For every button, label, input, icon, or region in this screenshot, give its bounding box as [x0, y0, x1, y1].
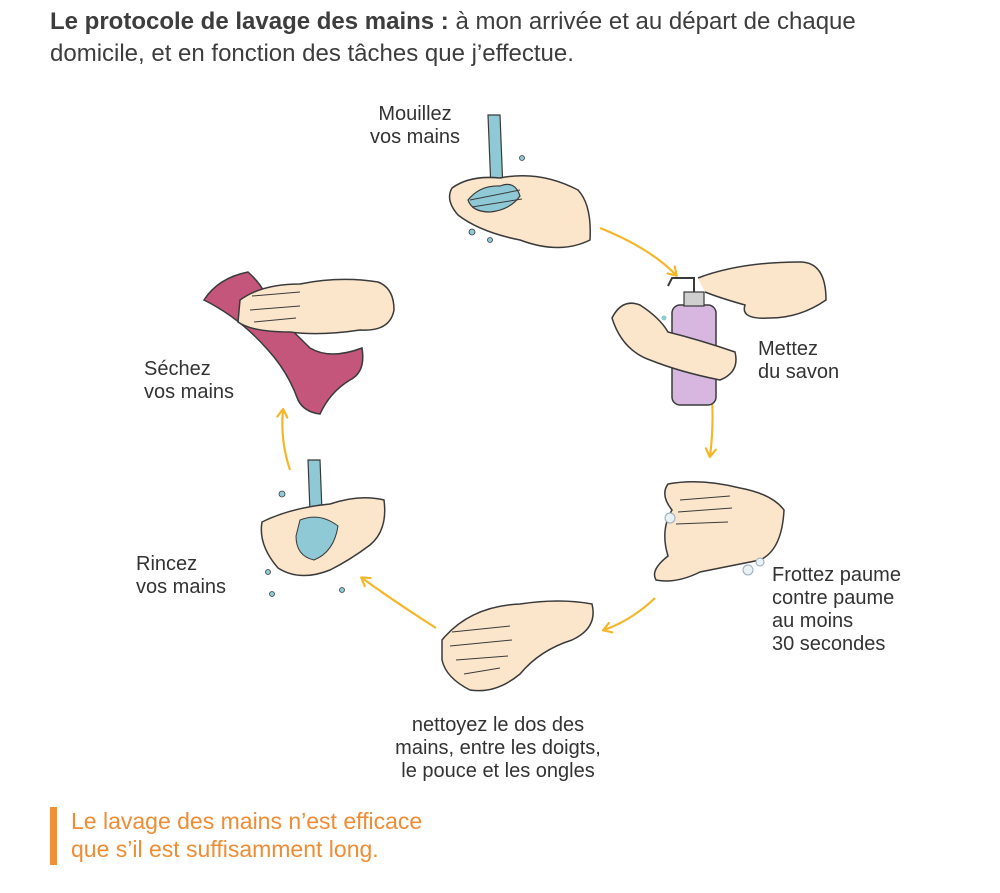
- intro-text: à mon arrivée et au départ de chaque dom…: [50, 8, 856, 67]
- arrow-5-to-6: [276, 407, 292, 471]
- step-4-label: nettoyez le dos des mains, entre les doi…: [395, 714, 601, 782]
- rinse-hands-illustration: [260, 459, 386, 597]
- soap-dispenser-illustration: [611, 261, 827, 406]
- step-1-label: Mouillez vos mains: [369, 103, 461, 148]
- arrow-4-to-5: [360, 576, 437, 629]
- dry-hands-illustration: [202, 271, 395, 415]
- intro-title: Le protocole de lavage des mains :: [50, 8, 449, 35]
- wet-hands-illustration: [448, 114, 591, 249]
- step-2-label: Mettez du savon: [758, 338, 840, 383]
- scrub-back-illustration: [441, 600, 594, 692]
- rub-palms-illustration: [653, 481, 785, 582]
- intro-paragraph: Le protocole de lavage des mains : à mon…: [50, 6, 950, 70]
- step-6-label: Séchez vos mains: [144, 358, 235, 403]
- efficacy-note: Le lavage des mains n’est efficace que s…: [50, 807, 422, 865]
- arrow-1-to-2: [599, 226, 678, 277]
- step-5-label: Rincez vos mains: [136, 553, 227, 598]
- step-3-label: Frottez paume contre paume au moins 30 s…: [772, 564, 901, 655]
- arrow-3-to-4: [601, 597, 656, 634]
